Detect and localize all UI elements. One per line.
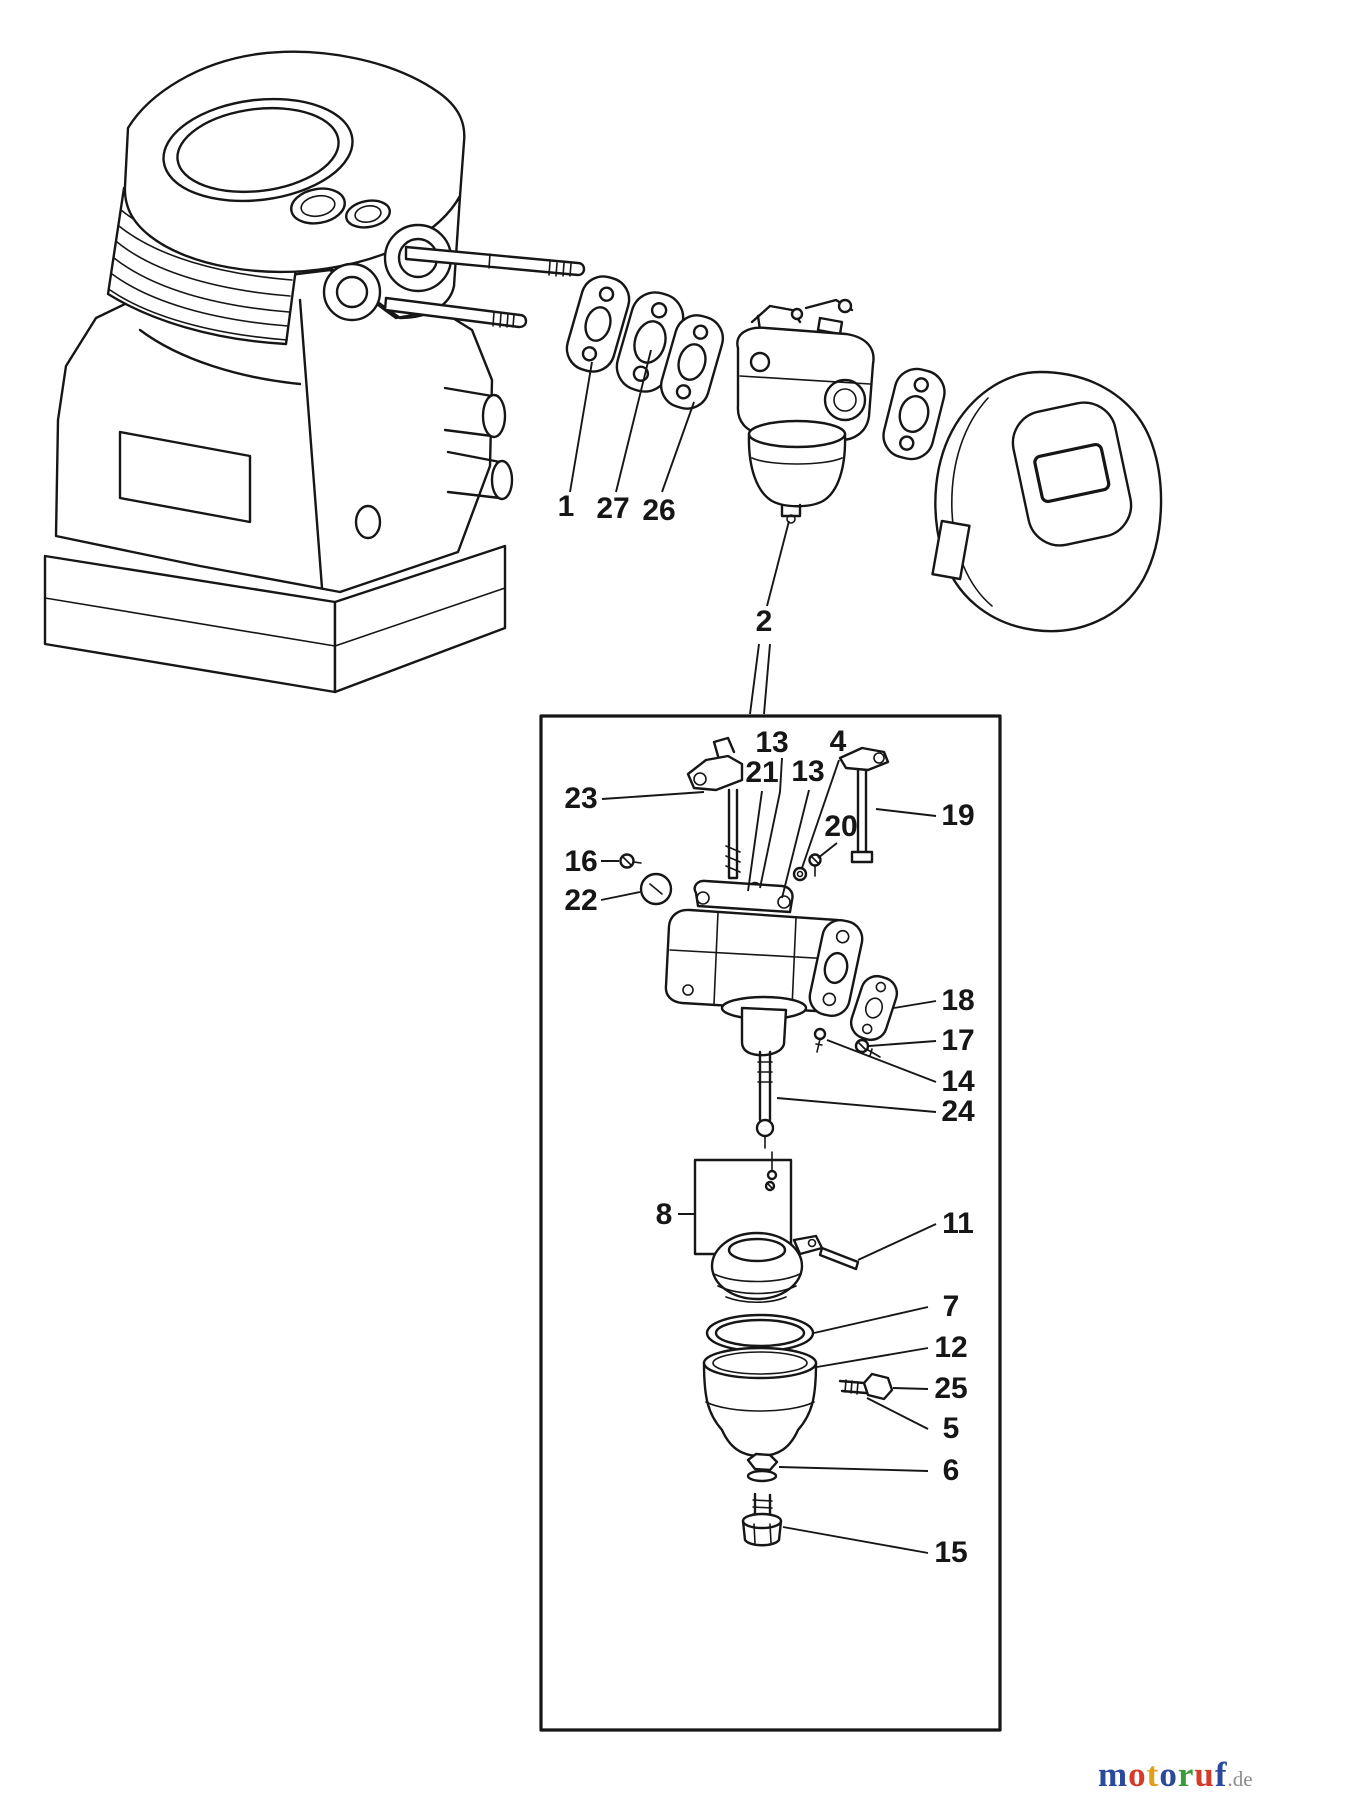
gasket-air-cleaner-side [882,367,946,461]
disc-22 [639,872,673,906]
callout-labels: 1 27 26 2 13 4 21 13 23 19 20 16 22 18 1… [558,490,975,1569]
watermark-motoruf: motoruf.de [1098,1755,1253,1794]
leader-5 [866,1397,929,1430]
leader-14 [826,1039,937,1083]
gasket-18 [849,974,899,1042]
callout-27: 27 [596,492,629,525]
bowl-bolt-25 [838,1372,894,1401]
leader-18 [893,1000,937,1009]
float-bowl-assembled [747,419,847,524]
cylinder-bore [162,97,354,203]
watermark-suffix: .de [1227,1767,1252,1791]
leader-26 [661,401,695,493]
callout-5: 5 [943,1412,960,1445]
leader-1 [569,361,593,493]
callout-17: 17 [941,1024,974,1057]
callout-1: 1 [558,490,575,523]
float-pin-11 [818,1246,860,1271]
float-bowl-12 [702,1346,818,1458]
callout-25: 25 [934,1372,967,1405]
leader-20 [817,842,838,859]
callout-6: 6 [943,1454,960,1487]
leader-15 [782,1526,929,1554]
callout-14: 14 [941,1065,975,1098]
leader-23 [601,791,705,800]
leader-21 [747,790,763,892]
bolt-14 [813,1027,827,1053]
callout-2: 2 [756,605,773,638]
leader-7 [813,1306,929,1334]
leader-17 [868,1040,937,1047]
callout-11: 11 [942,1207,974,1240]
leader-2-down-left [749,643,760,715]
callout-20: 20 [824,810,857,843]
leader-22 [600,891,641,901]
leader-25 [892,1387,929,1390]
callout-16: 16 [564,845,597,878]
leader-13a [759,757,783,889]
callout-26: 26 [642,494,675,527]
main-nozzle-24 [755,1050,775,1149]
head-port [290,187,346,225]
leader-2-down-right [763,643,771,715]
idle-screw-16 [619,853,642,869]
callout-21: 21 [745,756,778,789]
callout-13b: 13 [791,755,824,788]
head-port-small [345,199,391,229]
leader-24 [776,1097,937,1113]
callout-12: 12 [934,1331,967,1364]
mounting-studs [383,245,586,329]
nut-6 [746,1452,779,1483]
callout-4: 4 [830,725,847,758]
carburetor-assembly [736,298,875,524]
air-cleaner-tab [931,519,971,581]
throttle-shaft-23 [686,736,744,880]
leader-11 [857,1223,937,1261]
air-cleaner-slot [1033,442,1111,504]
choke-shaft-19 [838,746,890,864]
leader-4 [801,759,840,869]
engine-block [43,50,514,694]
leader-19 [875,808,937,817]
detail-box [539,714,1002,1732]
callout-19: 19 [941,799,974,832]
leader-12 [816,1347,929,1368]
engine-base-side [333,544,507,694]
leader-27 [615,349,652,493]
callout-7: 7 [943,1290,960,1323]
callout-8: 8 [656,1198,673,1231]
callout-23: 23 [564,782,597,815]
leader-6 [778,1466,929,1472]
callout-18: 18 [941,984,974,1017]
float-11 [710,1231,824,1304]
leader-2-up [766,520,790,607]
callout-24: 24 [941,1095,975,1128]
callout-22: 22 [564,884,597,917]
gasket-26 [659,314,725,410]
screw-17 [854,1038,881,1058]
carburetor-body-detail [664,879,864,1057]
gasket-1 [565,275,631,373]
needle-valve [766,1151,778,1181]
air-cleaner-cover [931,370,1163,633]
leader-13b [781,789,810,899]
callout-13a: 13 [755,726,788,759]
callout-15: 15 [934,1536,967,1569]
drain-bolt-15 [741,1492,783,1547]
bowl-gasket-7 [705,1313,815,1353]
